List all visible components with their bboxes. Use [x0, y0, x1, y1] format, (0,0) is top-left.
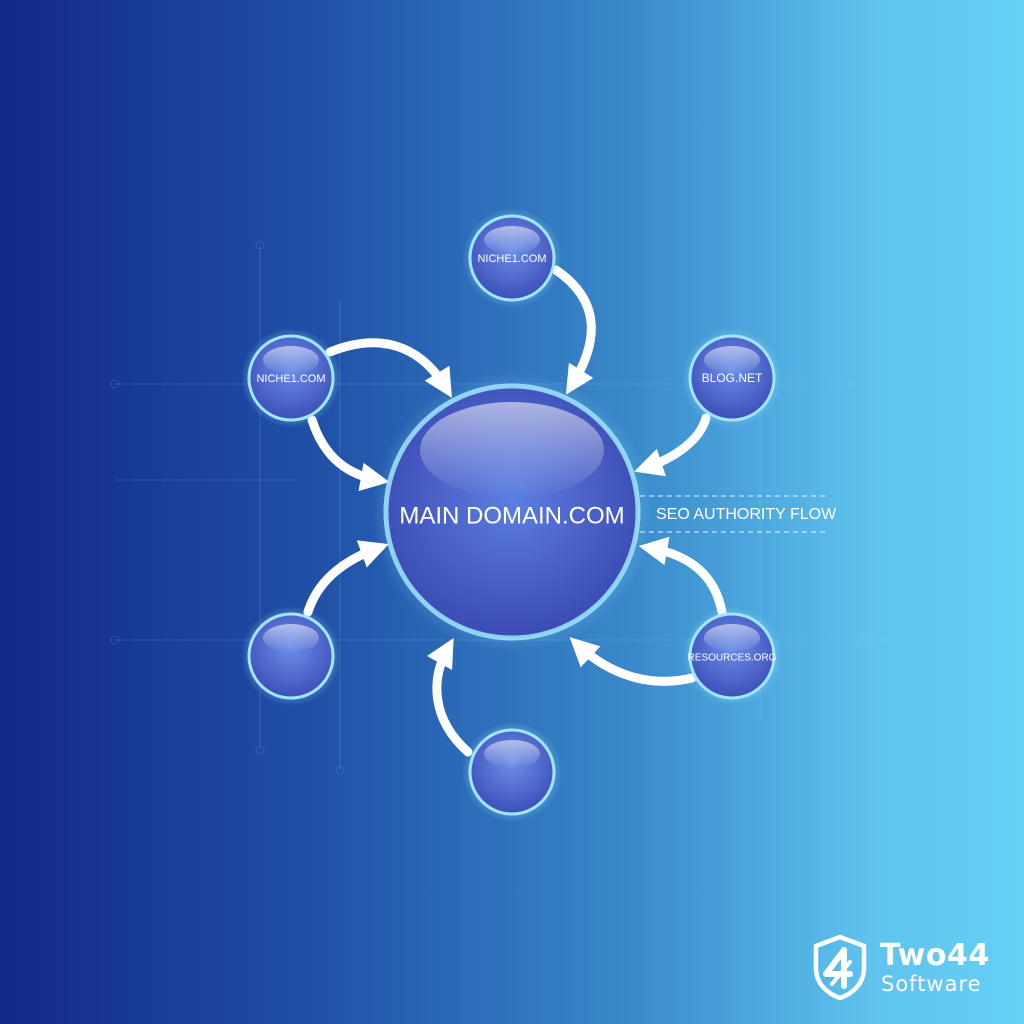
satellite-node-bottom [462, 722, 562, 822]
node-label-top-right: BLOG.NET [702, 371, 763, 385]
brand-name: Two44 [880, 938, 990, 973]
node-label-bottom-right: RESOURCES.ORG [688, 653, 777, 664]
arrow-from-topright-node [634, 413, 711, 477]
side-label-lines [640, 495, 828, 533]
arrow-from-left-node [303, 540, 389, 617]
side-label: SEO AUTHORITY FLOW [656, 506, 837, 523]
satellite-node-bottom-right: RESOURCES.ORG [682, 606, 782, 706]
node-label-top-left: NICHE1.COM [256, 373, 325, 385]
main-domain-label: MAIN DOMAIN.COM [399, 502, 624, 529]
main-domain-node: MAIN DOMAIN.COM [372, 372, 652, 652]
arrow-from-right-node-b [569, 637, 697, 686]
flow-arrows [303, 265, 727, 757]
arrow-from-top-node [551, 265, 596, 395]
shield-4-icon [813, 934, 867, 1000]
brand-logo: Two44 Software [810, 934, 1000, 1004]
node-label-top: NICHE1.COM [477, 253, 546, 265]
satellite-node-top-right: BLOG.NET [682, 328, 782, 428]
arrow-from-topleft-node-b [307, 415, 390, 492]
satellite-node-top-left: NICHE1.COM [241, 328, 341, 428]
arrow-from-topleft-node-a [325, 338, 452, 398]
arrow-from-right-node-a [638, 536, 727, 617]
brand-subtitle: Software [881, 972, 982, 996]
satellite-node-bottom-left [241, 606, 341, 706]
satellite-node-top: NICHE1.COM [462, 208, 562, 308]
arrow-from-bottom-node [426, 637, 473, 757]
